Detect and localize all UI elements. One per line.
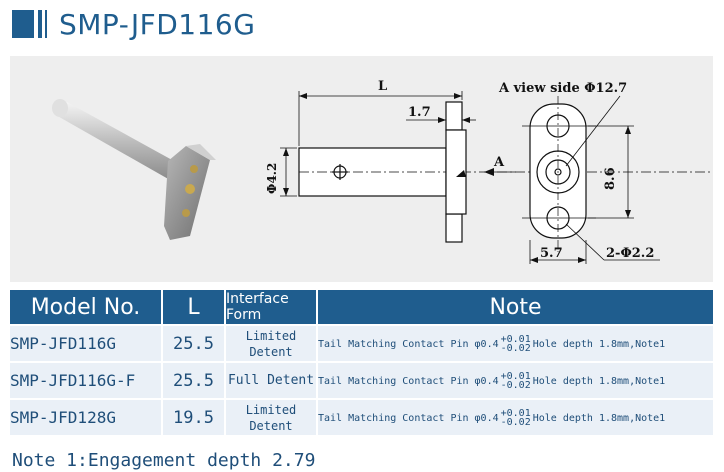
tolerance-plus: +0.01 <box>500 407 531 419</box>
dim-label-5-7: 5.7 <box>540 246 563 261</box>
footnote: Note 1:Engagement depth 2.79 <box>12 450 316 471</box>
table-row: SMP-JFD116G 25.5 Limited Detent Tail Mat… <box>10 324 713 362</box>
cell-form-line1: Limited <box>245 402 297 417</box>
side-view <box>280 91 710 243</box>
tolerance-plus: +0.01 <box>500 333 531 345</box>
table-header-row: Model No. L Interface Form Note <box>10 290 713 325</box>
end-view-label: A view side Φ12.7 <box>498 81 627 96</box>
product-render <box>52 99 216 240</box>
note-suffix: Hole depth 1.8mm,Note1 <box>532 375 666 387</box>
note-suffix: Hole depth 1.8mm,Note1 <box>532 412 666 424</box>
spec-table: Model No. L Interface Form Note SMP-JFD1… <box>10 290 713 435</box>
view-arrow-label: A <box>493 155 505 170</box>
tolerance-minus: -0.02 <box>500 379 531 391</box>
cell-l: 25.5 <box>162 361 226 399</box>
page-header: SMP-JFD116G <box>12 6 255 42</box>
page-title: SMP-JFD116G <box>59 7 256 41</box>
cell-form-line2: Detent <box>249 418 293 433</box>
column-header-form-line1: Interface <box>226 291 289 307</box>
title-bar-icon <box>38 10 42 38</box>
cell-form-line1: Full Detent <box>227 372 315 388</box>
dim-label-holes: 2-Φ2.2 <box>606 246 654 261</box>
tolerance: +0.01-0.02 <box>500 333 531 354</box>
dim-label-8-6: 8.6 <box>603 167 618 190</box>
column-header-interface-form: Interface Form <box>225 290 318 325</box>
technical-drawing: L 1.7 Φ4.2 A <box>10 56 713 282</box>
tolerance-minus: -0.02 <box>500 416 531 428</box>
end-view <box>522 95 660 264</box>
column-header-l: L <box>162 290 226 325</box>
column-header-form-line2: Form <box>226 307 262 323</box>
dim-label-phi-4-2: Φ4.2 <box>265 163 279 194</box>
cell-note: Tail Matching Contact Pin φ0.4+0.01-0.02… <box>317 361 713 399</box>
note-text: Tail Matching Contact Pin φ0.4 <box>318 338 499 350</box>
cell-interface-form: Full Detent <box>225 361 318 399</box>
cell-note: Tail Matching Contact Pin φ0.4+0.01-0.02… <box>317 398 713 435</box>
cell-model: SMP-JFD128G <box>10 398 163 435</box>
cell-model: SMP-JFD116G <box>10 324 163 362</box>
cell-l: 25.5 <box>162 324 226 362</box>
cell-form-line2: Detent <box>249 344 293 359</box>
tolerance-plus: +0.01 <box>500 370 531 382</box>
cell-form-line1: Limited <box>245 328 297 343</box>
cell-note: Tail Matching Contact Pin φ0.4+0.01-0.02… <box>317 324 713 362</box>
dim-label-1-7: 1.7 <box>408 105 431 120</box>
column-header-model: Model No. <box>10 290 163 325</box>
title-bar-icon <box>12 10 34 38</box>
tolerance: +0.01-0.02 <box>500 370 531 391</box>
tolerance-minus: -0.02 <box>500 342 531 354</box>
cell-interface-form: Limited Detent <box>225 324 318 362</box>
column-header-note: Note <box>317 290 713 325</box>
cell-interface-form: Limited Detent <box>225 398 318 435</box>
tolerance: +0.01-0.02 <box>500 407 531 428</box>
table-row: SMP-JFD116G-F 25.5 Full Detent Tail Matc… <box>10 361 713 399</box>
cell-l: 19.5 <box>162 398 226 435</box>
table-row: SMP-JFD128G 19.5 Limited Detent Tail Mat… <box>10 398 713 435</box>
cell-model: SMP-JFD116G-F <box>10 361 163 399</box>
note-text: Tail Matching Contact Pin φ0.4 <box>318 412 499 424</box>
note-text: Tail Matching Contact Pin φ0.4 <box>318 375 499 387</box>
drawing-svg: L 1.7 Φ4.2 A <box>52 79 710 264</box>
dim-label-L: L <box>378 79 387 94</box>
note-suffix: Hole depth 1.8mm,Note1 <box>532 338 666 350</box>
title-bar-icon <box>45 10 47 38</box>
